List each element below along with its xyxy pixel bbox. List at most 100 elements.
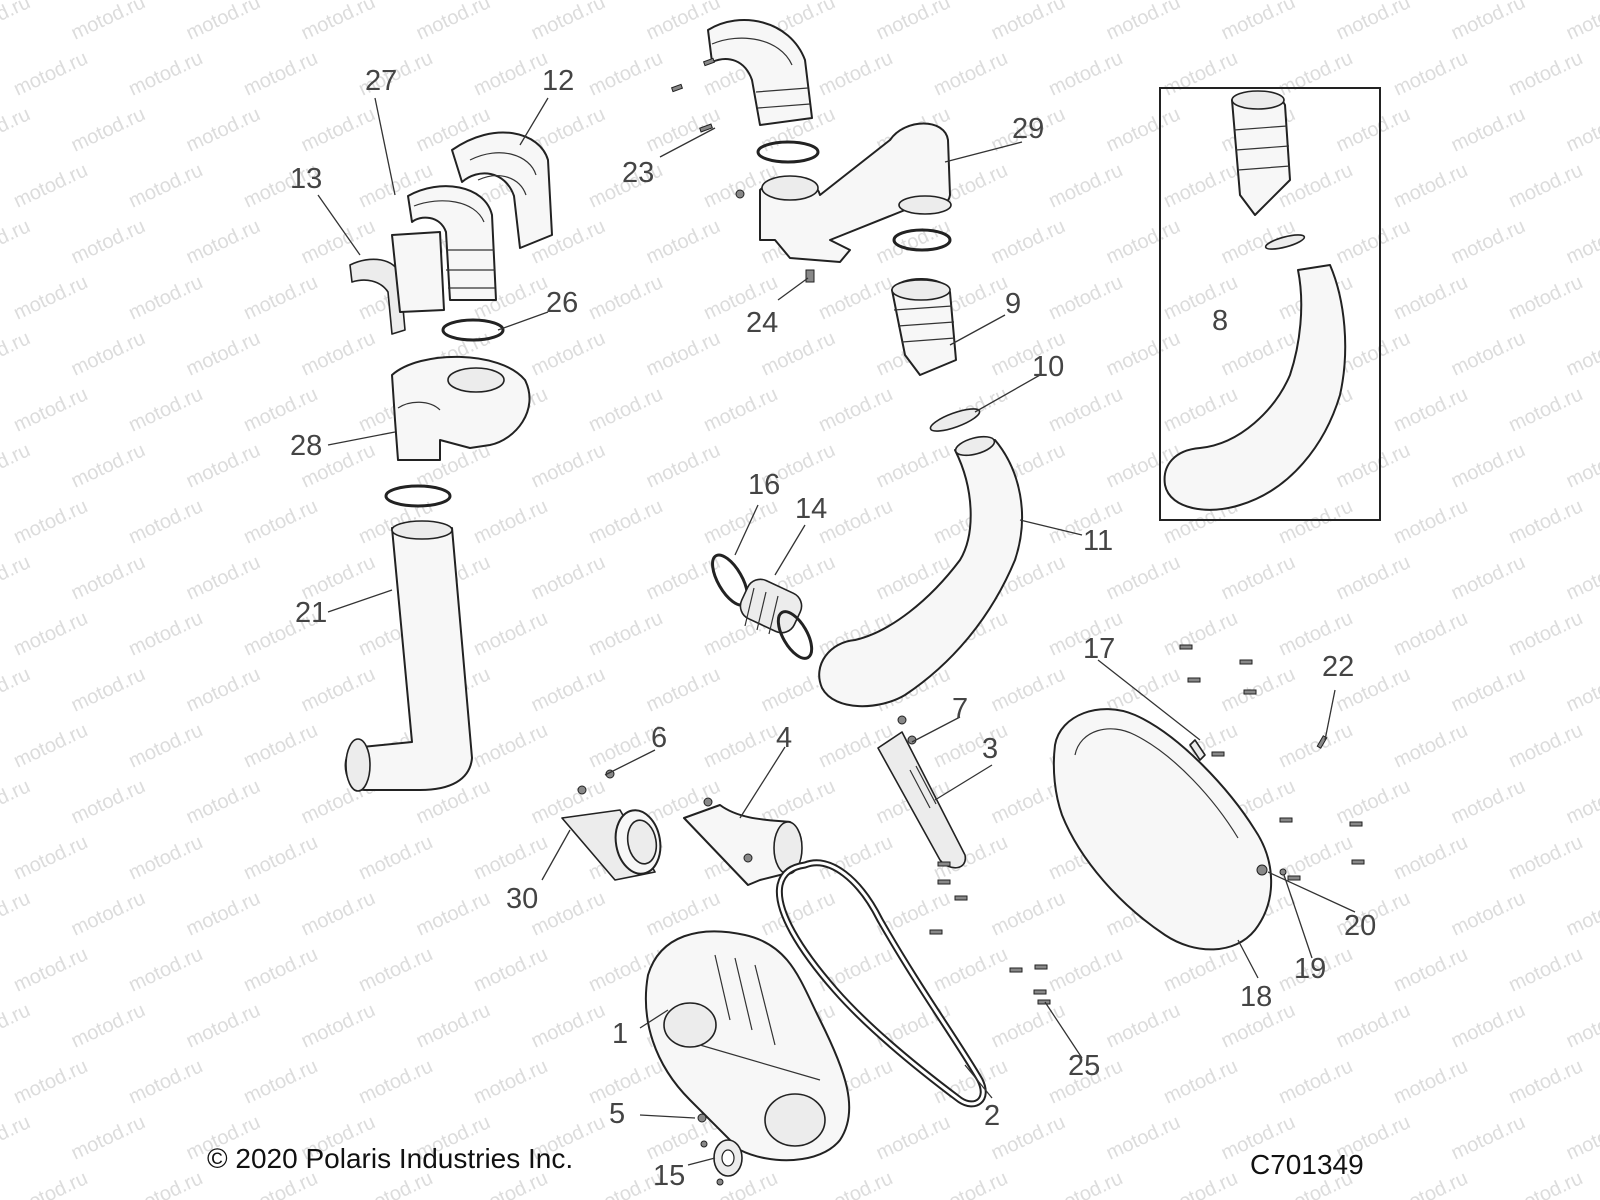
screw-15-a[interactable] (700, 1140, 708, 1148)
watermark-text: motod.ru (1390, 607, 1471, 660)
part-2-drive-belt[interactable] (775, 859, 987, 1108)
part-9-boot[interactable] (891, 278, 957, 376)
watermark-text: motod.ru (815, 943, 896, 996)
watermark-text: motod.ru (758, 887, 839, 940)
watermark-text: motod.ru (125, 607, 206, 660)
part-13-bracket[interactable] (349, 231, 445, 335)
watermark-text: motod.ru (700, 719, 781, 772)
part-5-screw[interactable] (697, 1113, 707, 1123)
callout-11: 11 (1083, 525, 1113, 557)
watermark-text: motod.ru (585, 1055, 666, 1108)
part-15-seal[interactable] (713, 1139, 743, 1177)
callout-21: 21 (295, 597, 327, 629)
watermark-text: motod.ru (1390, 495, 1471, 548)
part-19-washer[interactable] (1279, 868, 1287, 876)
watermark-text: motod.ru (700, 495, 781, 548)
part-top-ribbed-elbow[interactable] (707, 19, 813, 126)
watermark-text: motod.ru (1448, 0, 1529, 45)
watermark-text: motod.ru (585, 271, 666, 324)
watermark-text: motod.ru (988, 215, 1069, 268)
watermark-text: motod.ru (68, 663, 149, 716)
part-28-plenum[interactable] (391, 355, 531, 461)
watermark-text: motod.ru (10, 271, 91, 324)
watermark-text: motod.ru (298, 103, 379, 156)
watermark-text: motod.ru (930, 47, 1011, 100)
clamp-14-right[interactable] (772, 606, 819, 663)
watermark-text: motod.ru (815, 1167, 896, 1200)
part-18-outer-cover[interactable] (1052, 708, 1273, 951)
part-25-bolts[interactable] (929, 861, 1051, 1005)
watermark-text: motod.ru (10, 495, 91, 548)
part-10-gasket[interactable] (928, 405, 982, 436)
watermark-text: motod.ru (125, 1055, 206, 1108)
part-29-y-duct[interactable] (759, 122, 952, 263)
watermark-text: motod.ru (0, 663, 34, 716)
part-7-nuts[interactable] (897, 715, 917, 745)
part-3-bracket[interactable] (877, 731, 966, 869)
watermark-text: motod.ru (1448, 1111, 1529, 1164)
watermark-text: motod.ru (1160, 159, 1241, 212)
part-27-ribbed-elbow[interactable] (407, 185, 497, 301)
part-4-elbow-duct[interactable] (683, 797, 803, 886)
callout-29: 29 (1012, 113, 1044, 145)
watermark-text: motod.ru (1045, 383, 1126, 436)
watermark-text: motod.ru (10, 719, 91, 772)
callout-5: 5 (609, 1098, 625, 1130)
callout-25: 25 (1068, 1050, 1100, 1082)
watermark-text: motod.ru (0, 999, 34, 1052)
watermark-text: motod.ru (528, 663, 609, 716)
watermark-text: motod.ru (815, 383, 896, 436)
watermark-text: motod.ru (240, 831, 321, 884)
watermark-text: motod.ru (470, 47, 551, 100)
watermark-text: motod.ru (1563, 215, 1600, 268)
watermark-text: motod.ru (1275, 719, 1356, 772)
screw-29[interactable] (735, 189, 745, 199)
watermark-text: motod.ru (643, 327, 724, 380)
part-26-clamp[interactable] (441, 318, 505, 342)
part-1-inner-cover[interactable] (644, 930, 851, 1162)
watermark-text: motod.ru (1045, 943, 1126, 996)
part-12-duct-shell[interactable] (451, 131, 553, 249)
watermark-text: motod.ru (68, 999, 149, 1052)
watermark-text: motod.ru (1448, 775, 1529, 828)
watermark-text: motod.ru (10, 1167, 91, 1200)
watermark-text: motod.ru (1218, 0, 1299, 45)
watermark-text: motod.ru (125, 719, 206, 772)
watermark-text: motod.ru (1505, 383, 1586, 436)
part-21-intake-tube[interactable] (344, 520, 473, 792)
callout-10: 10 (1032, 351, 1064, 383)
callout-6: 6 (651, 722, 667, 754)
watermark-text: motod.ru (528, 999, 609, 1052)
watermark-text: motod.ru (68, 775, 149, 828)
watermark-text: motod.ru (470, 719, 551, 772)
clamp-upper[interactable] (756, 140, 820, 164)
watermark-text: motod.ru (643, 439, 724, 492)
watermark-text: motod.ru (125, 495, 206, 548)
watermark-text: motod.ru (1045, 159, 1126, 212)
watermark-text: motod.ru (183, 551, 264, 604)
part-30-bracket[interactable] (561, 807, 665, 881)
watermark-text: motod.ru (68, 215, 149, 268)
watermark-text: motod.ru (0, 775, 34, 828)
watermark-text: motod.ru (298, 887, 379, 940)
watermark-text: motod.ru (815, 271, 896, 324)
part-20-nut[interactable] (1256, 864, 1268, 876)
part-17-bolts[interactable] (1179, 644, 1365, 881)
part-8-alternate-tube[interactable] (1163, 90, 1347, 511)
watermark-text: motod.ru (125, 831, 206, 884)
clamp-under-plenum[interactable] (384, 484, 452, 508)
screw-15-b[interactable] (716, 1178, 724, 1186)
clamp-29-right[interactable] (892, 228, 952, 252)
watermark-text: motod.ru (68, 439, 149, 492)
watermark-text: motod.ru (930, 719, 1011, 772)
part-24-bolt[interactable] (805, 269, 815, 283)
part-11-curved-tube[interactable] (818, 433, 1024, 708)
watermark-text: motod.ru (10, 383, 91, 436)
watermark-text: motod.ru (1045, 47, 1126, 100)
watermark-text: motod.ru (470, 943, 551, 996)
watermark-text: motod.ru (1505, 495, 1586, 548)
watermark-text: motod.ru (1103, 663, 1184, 716)
part-23-screws[interactable] (670, 57, 716, 133)
watermark-text: motod.ru (815, 47, 896, 100)
watermark-text: motod.ru (1563, 999, 1600, 1052)
